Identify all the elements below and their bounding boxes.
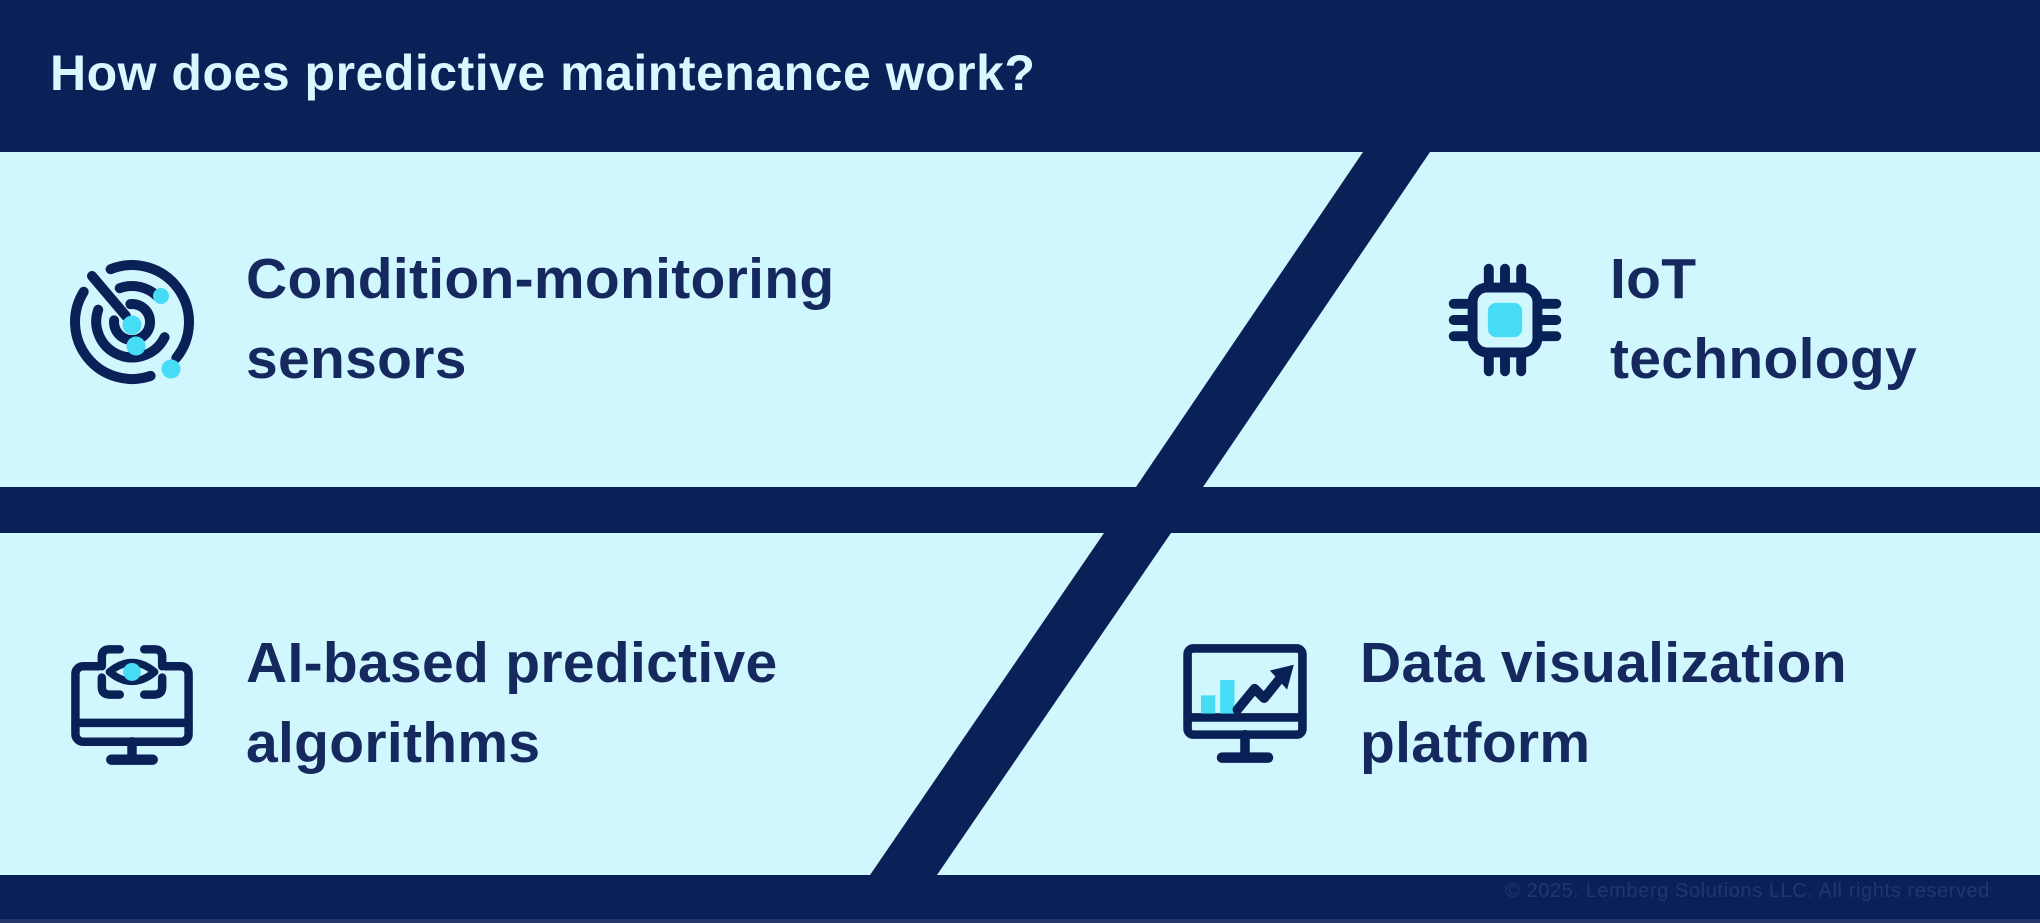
page-title: How does predictive maintenance work? — [50, 45, 1036, 101]
panel-data-visualization-platform: Data visualization platform — [1178, 533, 1847, 875]
monitor-chart-icon — [1183, 644, 1307, 763]
panel-iot-technology: IoT technology — [1442, 152, 1917, 487]
panel-ai-predictive-algorithms: AI-based predictive algorithms — [66, 533, 778, 875]
panel-label-data-visualization: Data visualization platform — [1360, 631, 1847, 775]
panel-condition-monitoring-sensors: Condition-monitoring sensors — [62, 152, 835, 487]
chip-icon — [1448, 263, 1562, 376]
radar-sensor-icon — [70, 259, 194, 384]
panel-top-right-shape — [1203, 152, 2040, 487]
panel-bottom-left-shape — [0, 533, 1104, 875]
monitor-eye-icon — [71, 641, 193, 765]
panel-label-ai-algorithms: AI-based predictive algorithms — [246, 631, 778, 775]
panel-bottom-right-shape — [937, 533, 2040, 875]
bottom-edge-line — [0, 919, 2040, 923]
panel-top-left-shape — [0, 152, 1363, 487]
panel-label-iot-technology: IoT technology — [1610, 246, 1918, 391]
copyright-text: © 2025. Lemberg Solutions LLC. All right… — [1505, 880, 1990, 902]
panel-label-condition-monitoring: Condition-monitoring sensors — [246, 246, 835, 391]
